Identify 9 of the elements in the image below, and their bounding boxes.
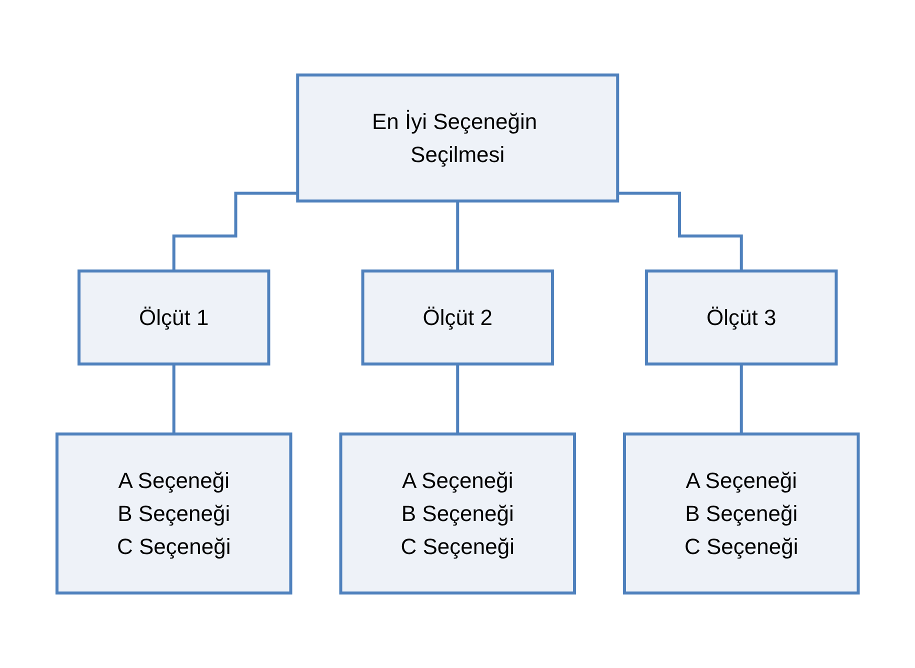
node-box: A Seçeneği B Seçeneği C Seçeneği <box>55 432 292 594</box>
connector <box>618 192 743 272</box>
node-box: A Seçeneği B Seçeneği C Seçeneği <box>339 432 576 594</box>
node-box: Ölçüt 3 <box>644 270 838 366</box>
node-box: A Seçeneği B Seçeneği C Seçeneği <box>622 432 860 594</box>
node-box: En İyi Seçeneğin Seçilmesi <box>296 74 619 202</box>
node-box: Ölçüt 2 <box>361 270 554 366</box>
node-box: Ölçüt 1 <box>77 270 270 366</box>
connector <box>172 192 298 272</box>
